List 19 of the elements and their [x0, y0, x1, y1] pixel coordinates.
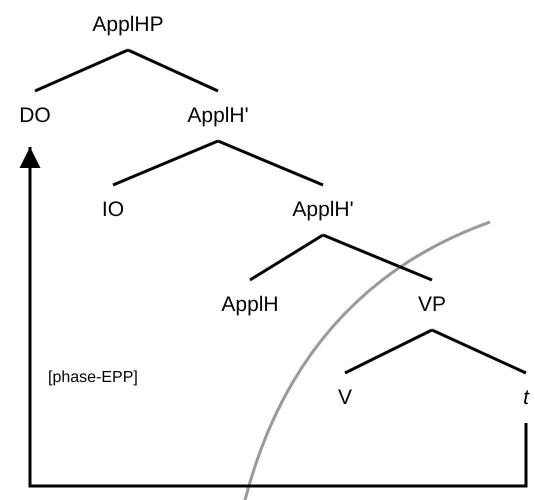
- tree-node-label: V: [338, 387, 352, 409]
- trace-label: t: [523, 387, 529, 409]
- tree-branch: [249, 234, 324, 282]
- tree-node-label: VP: [418, 294, 446, 316]
- tree-node-label: IO: [102, 199, 124, 221]
- tree-node-label: DO: [19, 105, 51, 127]
- movement-arrow: [20, 147, 528, 488]
- feature-label: [phase-EPP]: [48, 369, 138, 387]
- tree-branch: [217, 140, 324, 186]
- tree-node-label: ApplHP: [92, 14, 164, 36]
- tree-branch: [322, 234, 433, 282]
- tree-branch: [431, 328, 527, 374]
- tree-branch: [34, 48, 129, 92]
- tree-branch: [344, 328, 433, 374]
- tree-node-label: ApplH': [187, 105, 249, 127]
- tree-node-label: ApplH: [221, 294, 279, 316]
- tree-branch: [112, 140, 219, 186]
- tree-branch: [127, 48, 219, 92]
- tree-node-label: ApplH': [292, 199, 354, 221]
